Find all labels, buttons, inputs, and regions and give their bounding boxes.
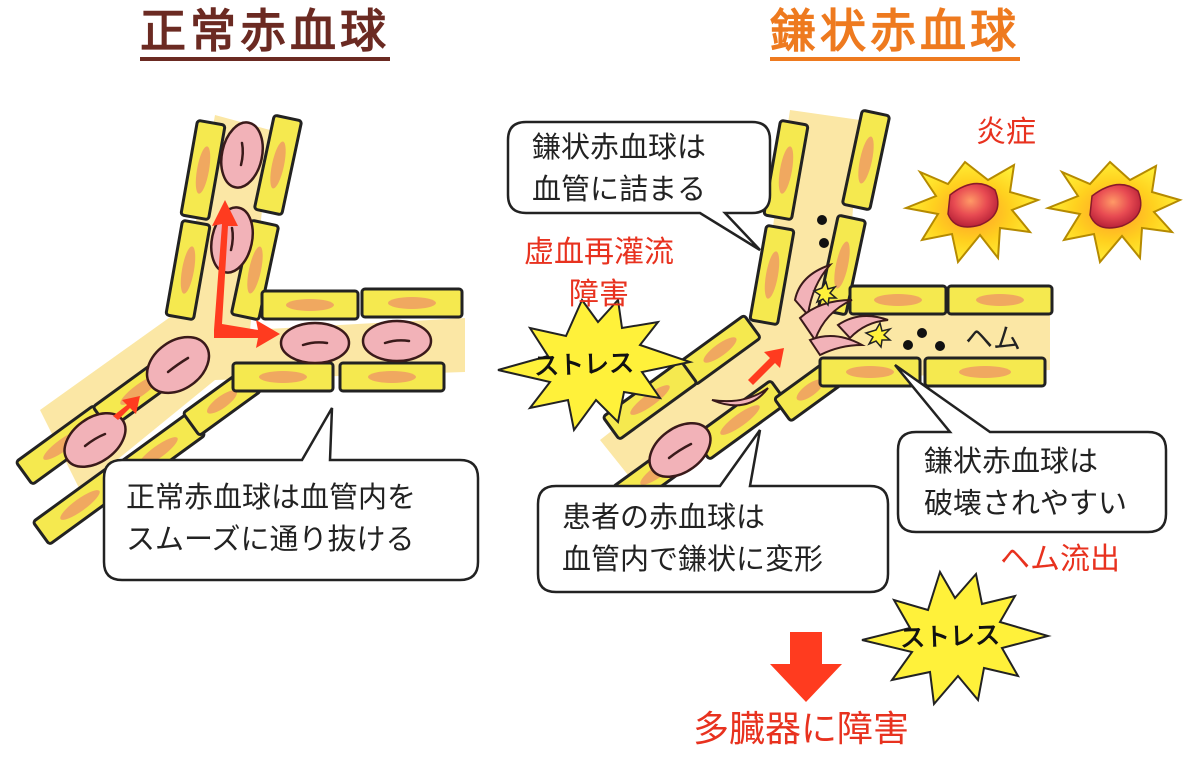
arrow-icon bbox=[113, 396, 140, 420]
sickle-cell bbox=[808, 335, 866, 357]
normal-callout-text: 正常赤血球は血管内を スムーズに通り抜ける bbox=[126, 476, 416, 560]
down-arrow-icon bbox=[770, 632, 842, 702]
sickle-cell bbox=[711, 387, 769, 407]
sickle-cell bbox=[793, 262, 834, 318]
callout-line: 鎌状赤血球は bbox=[532, 130, 707, 164]
normal-callout-bubble bbox=[102, 407, 480, 582]
vessel-wall-cells bbox=[602, 109, 1054, 510]
sickle-cells bbox=[711, 262, 889, 407]
stress-burst-icon bbox=[497, 297, 694, 433]
callout-line: 血管に詰まる bbox=[532, 172, 707, 206]
sickle-vessel bbox=[600, 109, 1054, 510]
normal-flow-arrows bbox=[113, 200, 280, 420]
stress-burst-icon bbox=[861, 569, 1052, 707]
deform-callout-bubble bbox=[536, 429, 890, 594]
heme-label: ヘム bbox=[965, 322, 1022, 355]
ischemia-line: 虚血再灌流 bbox=[524, 235, 674, 270]
sickle-rbc-title: 鎌状赤血球 bbox=[770, 4, 1020, 58]
fragile-callout-text: 鎌状赤血球は 破壊されやすい bbox=[924, 440, 1127, 524]
sickle-block-callout-text: 鎌状赤血球は 血管に詰まる bbox=[532, 126, 706, 210]
inflamed-cell-icon bbox=[902, 160, 1042, 265]
callout-line: 血管内で鎌状に変形 bbox=[562, 542, 824, 576]
inflammation-cells bbox=[902, 160, 1183, 265]
sickle-block-callout-bubble bbox=[506, 120, 772, 252]
callout-line: スムーズに通り抜ける bbox=[126, 522, 415, 556]
sickle-cell bbox=[798, 299, 853, 343]
callout-line: 患者の赤血球は bbox=[562, 500, 766, 534]
callout-line: 正常赤血球は血管内を bbox=[126, 480, 417, 514]
deform-callout-text: 患者の赤血球は 血管内で鎌状に変形 bbox=[562, 496, 823, 580]
stress-label: ストレス bbox=[899, 620, 1001, 653]
stress-label: ストレス bbox=[533, 348, 635, 381]
normal-vessel bbox=[15, 114, 465, 545]
callout-line: 破壊されやすい bbox=[924, 486, 1128, 520]
sickle-cell bbox=[836, 315, 889, 340]
normal-rbc-title: 正常赤血球 bbox=[140, 4, 390, 58]
inflammation-label: 炎症 bbox=[976, 115, 1036, 150]
rupture-marks bbox=[812, 280, 893, 349]
inflamed-cell-icon bbox=[1044, 160, 1183, 265]
arrow-icon bbox=[212, 200, 280, 348]
fragile-callout-bubble bbox=[894, 363, 1168, 534]
callout-line: 鎌状赤血球は bbox=[924, 444, 1099, 478]
organ-damage-label: 多臓器に障害 bbox=[693, 709, 910, 750]
ischemia-line: 障害 bbox=[569, 277, 629, 312]
heme-release-label: ヘム流出 bbox=[1000, 542, 1120, 577]
heme-dots bbox=[817, 215, 945, 351]
arrow-icon bbox=[748, 348, 784, 385]
ischemia-label: 虚血再灌流 障害 bbox=[514, 232, 684, 316]
